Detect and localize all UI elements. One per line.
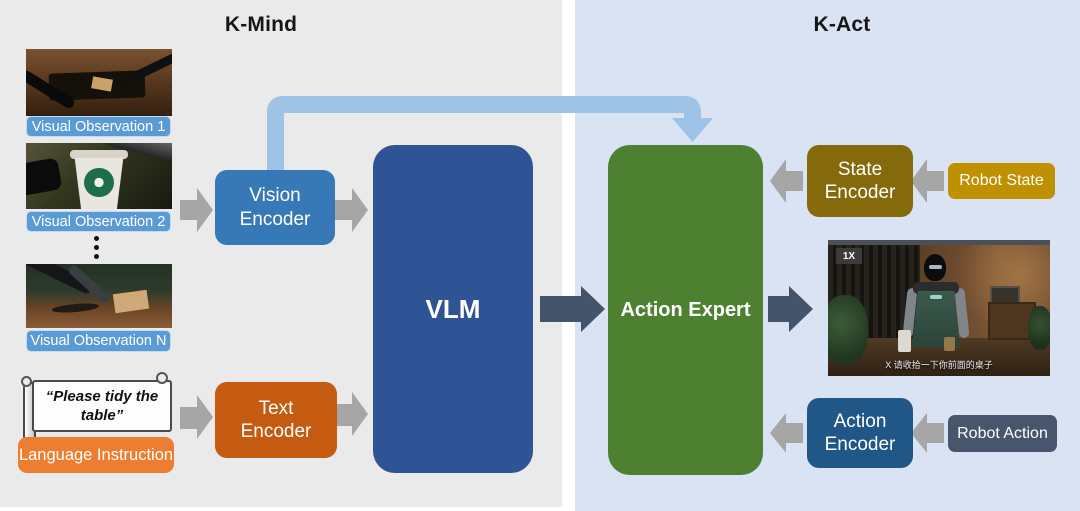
scroll-banner: “Please tidy the table” <box>32 380 172 432</box>
state-encoder-node: State Encoder <box>807 145 913 217</box>
robot-video-thumbnail: 1X X 请收拾一下你前面的桌子 <box>828 240 1050 376</box>
video-ceiling-shape <box>828 240 1050 245</box>
visual-observation-1-label: Visual Observation 1 <box>26 116 171 137</box>
instruction-scroll: “Please tidy the table” <box>18 370 178 442</box>
vertical-ellipsis-icon <box>94 236 100 263</box>
object-box-shape <box>112 289 149 314</box>
text-encoder-node: Text Encoder <box>215 382 337 458</box>
cup-logo-shape <box>84 168 114 198</box>
robot-chest-light-shape <box>930 295 942 299</box>
table-debris-shape <box>52 301 100 314</box>
robot-state-node: Robot State <box>948 163 1055 199</box>
glass-shape <box>944 337 955 351</box>
pin-icon <box>21 376 32 387</box>
robot-gripper-shape <box>26 157 62 197</box>
vlm-node: VLM <box>373 145 533 473</box>
action-encoder-node: Action Encoder <box>807 398 913 468</box>
visual-observation-n-photo <box>26 264 172 328</box>
instruction-text: “Please tidy the table” <box>45 387 159 425</box>
kact-title: K-Act <box>813 13 871 36</box>
visual-observation-1-photo <box>26 49 172 116</box>
language-instruction-label: Language Instruction <box>18 437 174 473</box>
playback-speed-badge: 1X <box>836 248 862 264</box>
cup-lid-shape <box>69 149 129 159</box>
pin-icon <box>156 372 168 384</box>
action-expert-node: Action Expert <box>608 145 763 475</box>
plant-shape <box>1028 306 1050 350</box>
visual-observation-n-label: Visual Observation N <box>26 330 171 352</box>
robot-visor-shape <box>929 265 942 269</box>
robot-action-node: Robot Action <box>948 415 1057 452</box>
visual-observation-2-photo <box>26 143 172 209</box>
video-subtitle: X 请收拾一下你前面的桌子 <box>885 360 993 370</box>
kmind-title: K-Mind <box>224 13 298 36</box>
visual-observation-2-label: Visual Observation 2 <box>26 211 171 232</box>
cup-shape <box>898 330 911 352</box>
vision-encoder-node: Vision Encoder <box>215 170 335 245</box>
plant-shape <box>828 295 868 365</box>
